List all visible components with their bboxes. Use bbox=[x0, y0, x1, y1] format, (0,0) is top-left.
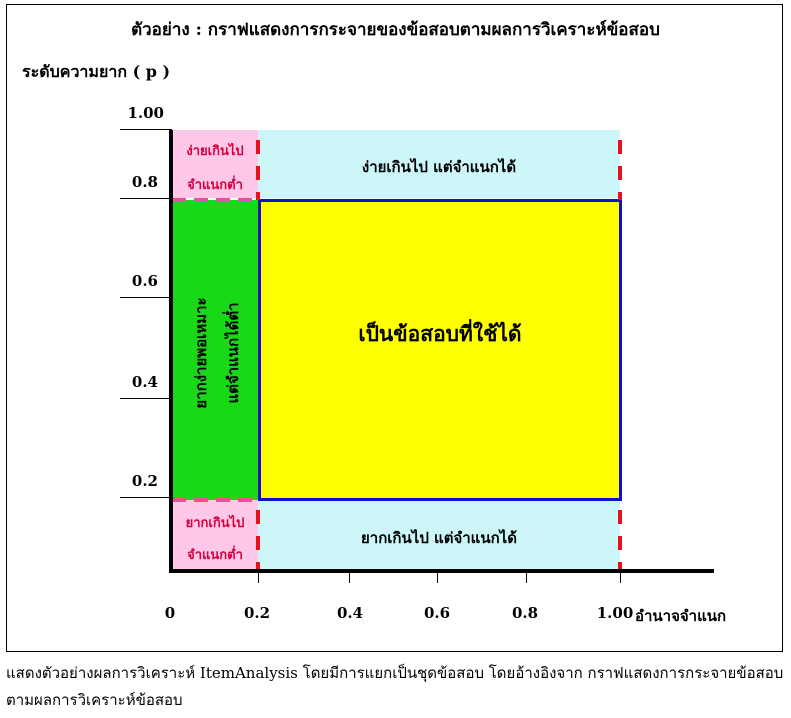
grid-line-0.4 bbox=[120, 398, 172, 399]
x-tick-mark-0.6 bbox=[437, 573, 438, 583]
region-hard-good-discrimination bbox=[258, 500, 620, 570]
top-right-label: ง่ายเกินไป แต่จำแนกได้ bbox=[361, 158, 517, 176]
center-label: เป็นข้อสอบที่ใช้ได้ bbox=[358, 321, 522, 346]
y-tick-1: 1.00 bbox=[127, 104, 164, 122]
dash-line-top-left bbox=[172, 198, 258, 202]
chart-title: ตัวอย่าง : กราฟแสดงการกระจายของข้อสอบตาม… bbox=[131, 20, 660, 40]
x-tick-0.4: 0.4 bbox=[336, 604, 364, 622]
x-tick-0.8: 0.8 bbox=[511, 604, 539, 622]
y-axis-label: ระดับความยาก ( p ) bbox=[22, 62, 171, 81]
x-tick-mark-0.2 bbox=[258, 573, 259, 583]
x-tick-0.2: 0.2 bbox=[243, 604, 271, 622]
y-axis bbox=[169, 130, 173, 573]
grid-line-1 bbox=[120, 129, 172, 130]
dash-line-x0.2-bottom bbox=[256, 510, 260, 570]
dash-line-x0.2-top bbox=[256, 140, 260, 200]
bottom-left-label-2: จำแนกต่ำ bbox=[187, 548, 243, 563]
top-left-label-2: จำแนกต่ำ bbox=[187, 178, 243, 193]
region-hard-low-discrimination bbox=[172, 500, 258, 570]
grid-line-0.2 bbox=[120, 497, 172, 498]
dash-line-x1-top bbox=[618, 140, 622, 200]
region-easy-good-discrimination bbox=[258, 130, 620, 198]
x-tick-mark-1 bbox=[620, 573, 621, 583]
grid-line-0.8 bbox=[120, 198, 172, 199]
top-left-label-1: ง่ายเกินไป bbox=[186, 144, 244, 159]
region-moderate-low-discrimination bbox=[172, 200, 258, 500]
bottom-right-label: ยากเกินไป แต่จำแนกได้ bbox=[361, 529, 517, 547]
y-tick-0.2: 0.2 bbox=[131, 472, 158, 490]
region-easy-low-discrimination bbox=[172, 130, 258, 198]
x-axis-label: อำนาจจำแนก bbox=[635, 607, 727, 625]
figure-caption: แสดงตัวอย่างผลการวิเคราะห์ ItemAnalysis … bbox=[6, 664, 784, 709]
bottom-left-label-1: ยากเกินไป bbox=[185, 516, 245, 531]
x-tick-1: 1.00 bbox=[596, 604, 634, 622]
dash-line-x1-bottom bbox=[618, 510, 622, 570]
region-usable-items bbox=[258, 199, 622, 501]
y-tick-0.8: 0.8 bbox=[131, 173, 158, 191]
x-tick-0: 0 bbox=[164, 604, 176, 622]
x-tick-mark-0.8 bbox=[526, 573, 527, 583]
x-axis bbox=[169, 569, 714, 573]
green-label-1: ยากง่ายพอเหมาะ bbox=[192, 297, 210, 409]
dash-line-bottom-left bbox=[172, 498, 258, 502]
x-tick-mark-0.4 bbox=[349, 573, 350, 583]
y-tick-0.6: 0.6 bbox=[131, 272, 158, 290]
grid-line-0.6 bbox=[120, 297, 172, 298]
x-tick-0.6: 0.6 bbox=[423, 604, 451, 622]
y-tick-0.4: 0.4 bbox=[131, 373, 158, 391]
green-label-2: แต่จำแนกได้ต่ำ bbox=[224, 302, 242, 404]
